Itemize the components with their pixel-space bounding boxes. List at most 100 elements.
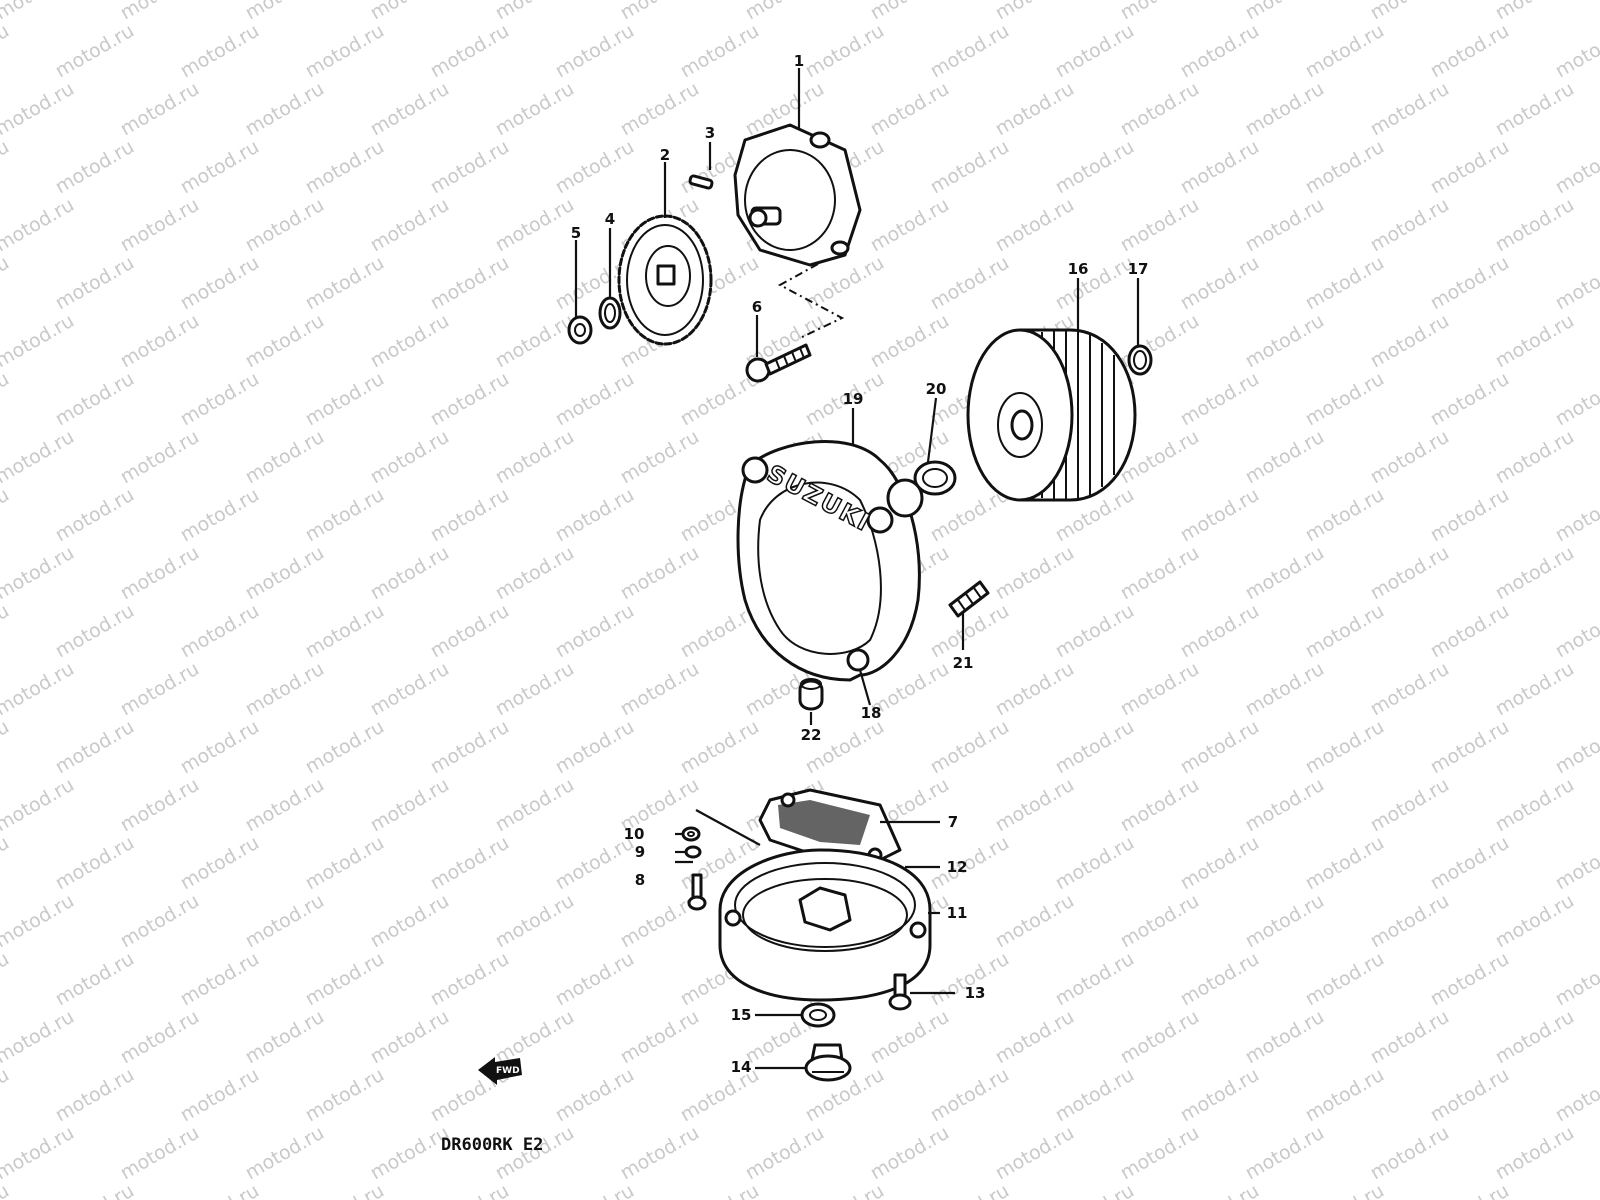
watermark-text: motod.ru bbox=[427, 484, 513, 547]
watermark-text: motod.ru bbox=[1052, 252, 1138, 315]
watermark-text: motod.ru bbox=[242, 1122, 328, 1185]
watermark-text: motod.ru bbox=[1177, 1180, 1263, 1200]
watermark-text: motod.ru bbox=[1117, 890, 1203, 953]
watermark-text: motod.ru bbox=[177, 832, 263, 895]
watermark-text: motod.ru bbox=[177, 252, 263, 315]
watermark-text: motod.ru bbox=[1177, 832, 1263, 895]
watermark-text: motod.ru bbox=[1302, 1064, 1388, 1127]
watermark-text: motod.ru bbox=[1242, 774, 1328, 837]
callout-16: 16 bbox=[1068, 260, 1089, 278]
watermark-text: motod.ru bbox=[927, 600, 1013, 663]
watermark-text: motod.ru bbox=[1117, 78, 1203, 141]
watermark-text: motod.ru bbox=[1302, 716, 1388, 779]
watermark-text: motod.ru bbox=[302, 716, 388, 779]
watermark-text: motod.ru bbox=[0, 890, 78, 953]
watermark-text: motod.ru bbox=[492, 658, 578, 721]
watermark-text: motod.ru bbox=[0, 20, 13, 83]
watermark-text: motod.ru bbox=[1492, 1122, 1578, 1185]
watermark-text: motod.ru bbox=[117, 1006, 203, 1069]
watermark-text: motod.ru bbox=[0, 658, 78, 721]
watermark-text: motod.ru bbox=[0, 948, 13, 1011]
watermark-text: motod.ru bbox=[0, 252, 13, 315]
watermark-text: motod.ru bbox=[1052, 1180, 1138, 1200]
watermark-text: motod.ru bbox=[0, 774, 78, 837]
watermark-text: motod.ru bbox=[617, 0, 703, 24]
watermark-text: motod.ru bbox=[367, 1006, 453, 1069]
bolt-8 bbox=[687, 873, 707, 911]
watermark-text: motod.ru bbox=[927, 1064, 1013, 1127]
watermark-text: motod.ru bbox=[52, 1180, 138, 1200]
watermark-text: motod.ru bbox=[1492, 1006, 1578, 1069]
watermark-text: motod.ru bbox=[1242, 310, 1328, 373]
watermark-text: motod.ru bbox=[1242, 1006, 1328, 1069]
watermark-text: motod.ru bbox=[927, 252, 1013, 315]
watermark-text: motod.ru bbox=[242, 426, 328, 489]
watermark-text: motod.ru bbox=[1302, 832, 1388, 895]
watermark-text: motod.ru bbox=[617, 426, 703, 489]
watermark-text: motod.ru bbox=[1552, 948, 1600, 1011]
watermark-text: motod.ru bbox=[1117, 1122, 1203, 1185]
watermark-text: motod.ru bbox=[1117, 0, 1203, 24]
watermark-text: motod.ru bbox=[867, 78, 953, 141]
watermark-text: motod.ru bbox=[617, 78, 703, 141]
callout-3: 3 bbox=[705, 124, 715, 142]
watermark-text: motod.ru bbox=[0, 1064, 13, 1127]
watermark-text: motod.ru bbox=[177, 368, 263, 431]
watermark-text: motod.ru bbox=[1117, 542, 1203, 605]
watermark-text: motod.ru bbox=[1177, 1064, 1263, 1127]
washer-4 bbox=[598, 296, 622, 330]
watermark-text: motod.ru bbox=[492, 78, 578, 141]
screw-6 bbox=[745, 343, 812, 383]
watermark-text: motod.ru bbox=[242, 542, 328, 605]
watermark-text: motod.ru bbox=[552, 484, 638, 547]
watermark-text: motod.ru bbox=[427, 600, 513, 663]
watermark-text: motod.ru bbox=[1552, 20, 1600, 83]
watermark-text: motod.ru bbox=[1302, 484, 1388, 547]
watermark-text: motod.ru bbox=[1242, 0, 1328, 24]
watermark-text: motod.ru bbox=[492, 774, 578, 837]
watermark-text: motod.ru bbox=[492, 426, 578, 489]
watermark-text: motod.ru bbox=[1367, 658, 1453, 721]
watermark-text: motod.ru bbox=[1492, 542, 1578, 605]
watermark-text: motod.ru bbox=[302, 1064, 388, 1127]
oil-pan bbox=[718, 848, 932, 1002]
watermark-text: motod.ru bbox=[427, 20, 513, 83]
watermark-text: motod.ru bbox=[117, 78, 203, 141]
watermark-text: motod.ru bbox=[802, 1180, 888, 1200]
watermark-text: motod.ru bbox=[52, 252, 138, 315]
watermark-text: motod.ru bbox=[492, 542, 578, 605]
watermark-text: motod.ru bbox=[117, 890, 203, 953]
watermark-text: motod.ru bbox=[1242, 658, 1328, 721]
watermark-text: motod.ru bbox=[1492, 310, 1578, 373]
watermark-text: motod.ru bbox=[1552, 600, 1600, 663]
o-ring-17 bbox=[1127, 344, 1153, 376]
watermark-text: motod.ru bbox=[242, 310, 328, 373]
watermark-text: motod.ru bbox=[1367, 1122, 1453, 1185]
watermark-text: motod.ru bbox=[0, 542, 78, 605]
callout-12: 12 bbox=[947, 858, 968, 876]
watermark-text: motod.ru bbox=[177, 1180, 263, 1200]
watermark-text: motod.ru bbox=[0, 484, 13, 547]
watermark-text: motod.ru bbox=[1302, 948, 1388, 1011]
watermark-text: motod.ru bbox=[1177, 20, 1263, 83]
model-label: DR600RK E2 bbox=[441, 1135, 543, 1155]
watermark-text: motod.ru bbox=[52, 832, 138, 895]
watermark-text: motod.ru bbox=[1242, 542, 1328, 605]
watermark-text: motod.ru bbox=[1367, 1006, 1453, 1069]
watermark-text: motod.ru bbox=[1492, 0, 1578, 24]
watermark-text: motod.ru bbox=[1052, 136, 1138, 199]
watermark-text: motod.ru bbox=[52, 948, 138, 1011]
watermark-text: motod.ru bbox=[1427, 484, 1513, 547]
watermark-text: motod.ru bbox=[1117, 774, 1203, 837]
watermark-text: motod.ru bbox=[927, 136, 1013, 199]
watermark-text: motod.ru bbox=[367, 426, 453, 489]
callout-15: 15 bbox=[731, 1006, 752, 1024]
watermark-text: motod.ru bbox=[1177, 484, 1263, 547]
watermark-text: motod.ru bbox=[52, 20, 138, 83]
watermark-text: motod.ru bbox=[1052, 1064, 1138, 1127]
watermark-text: motod.ru bbox=[1492, 78, 1578, 141]
watermark-text: motod.ru bbox=[367, 774, 453, 837]
watermark-text: motod.ru bbox=[802, 20, 888, 83]
watermark-text: motod.ru bbox=[0, 426, 78, 489]
callout-11: 11 bbox=[947, 904, 968, 922]
